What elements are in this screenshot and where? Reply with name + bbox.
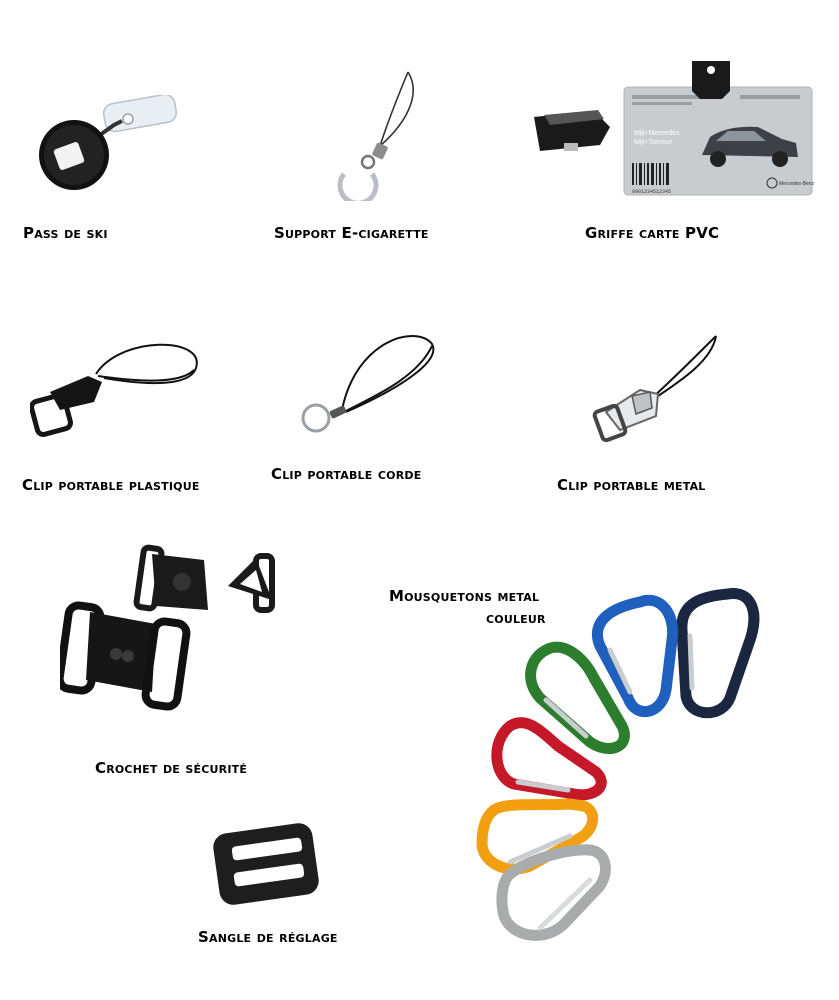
- cord-clip-label: Clip portable corde: [271, 465, 422, 483]
- card-brand-line1: Mijn Mercedes: [634, 130, 680, 137]
- carabiner-red: [491, 717, 607, 801]
- pvc-clip-label: Griffe carte PVC: [585, 224, 720, 242]
- safety-buckle-icon: [60, 544, 275, 711]
- carabiner-icon: [476, 588, 760, 941]
- plastic-clip-icon: [30, 343, 198, 437]
- safety-hook-label: Crochet de sécurité: [95, 759, 248, 777]
- carabiner-black: [676, 588, 760, 719]
- carabiners-label-line1: Mousquetons metal: [389, 587, 540, 605]
- card-clip-icon: Mijn Mercedes Mijn Service 9901234512345…: [534, 61, 815, 196]
- ski-pass-image: [34, 95, 184, 195]
- strap-adjuster-image: [206, 818, 326, 910]
- ecig-ring-lanyard-icon: [337, 71, 414, 201]
- plastic-clip-label: Clip portable plastique: [22, 476, 200, 494]
- strap-slider-icon: [213, 823, 319, 905]
- metal-clip-label: Clip portable metal: [557, 476, 706, 494]
- card-logo-text: Mercedes-Benz: [779, 181, 815, 187]
- plastic-clip-image: [30, 340, 205, 440]
- carabiner-blue: [591, 594, 679, 718]
- cord-clip-image: [296, 330, 441, 440]
- ecig-holder-label: Support E-cigarette: [274, 224, 429, 242]
- ecig-holder-image: [328, 66, 428, 201]
- retractable-reel-icon: [39, 95, 178, 190]
- metal-clip-icon: [592, 335, 717, 443]
- strap-adjuster-label: Sangle de réglage: [198, 928, 338, 946]
- carabiners-image: [460, 580, 770, 950]
- carabiner-green: [525, 641, 630, 754]
- carabiners-label-line2: couleur: [486, 609, 546, 627]
- metal-clip-image: [592, 330, 732, 445]
- cord-loop-icon: [301, 335, 435, 433]
- pvc-clip-image: Mijn Mercedes Mijn Service 9901234512345…: [514, 55, 819, 205]
- card-barcode-text: 9901234512345: [632, 189, 671, 195]
- safety-hook-image: [60, 540, 290, 715]
- card-brand-line2: Mijn Service: [634, 139, 672, 146]
- ski-pass-label: Pass de ski: [23, 224, 108, 242]
- carabiner-orange: [476, 798, 599, 875]
- carabiner-silver: [496, 844, 611, 941]
